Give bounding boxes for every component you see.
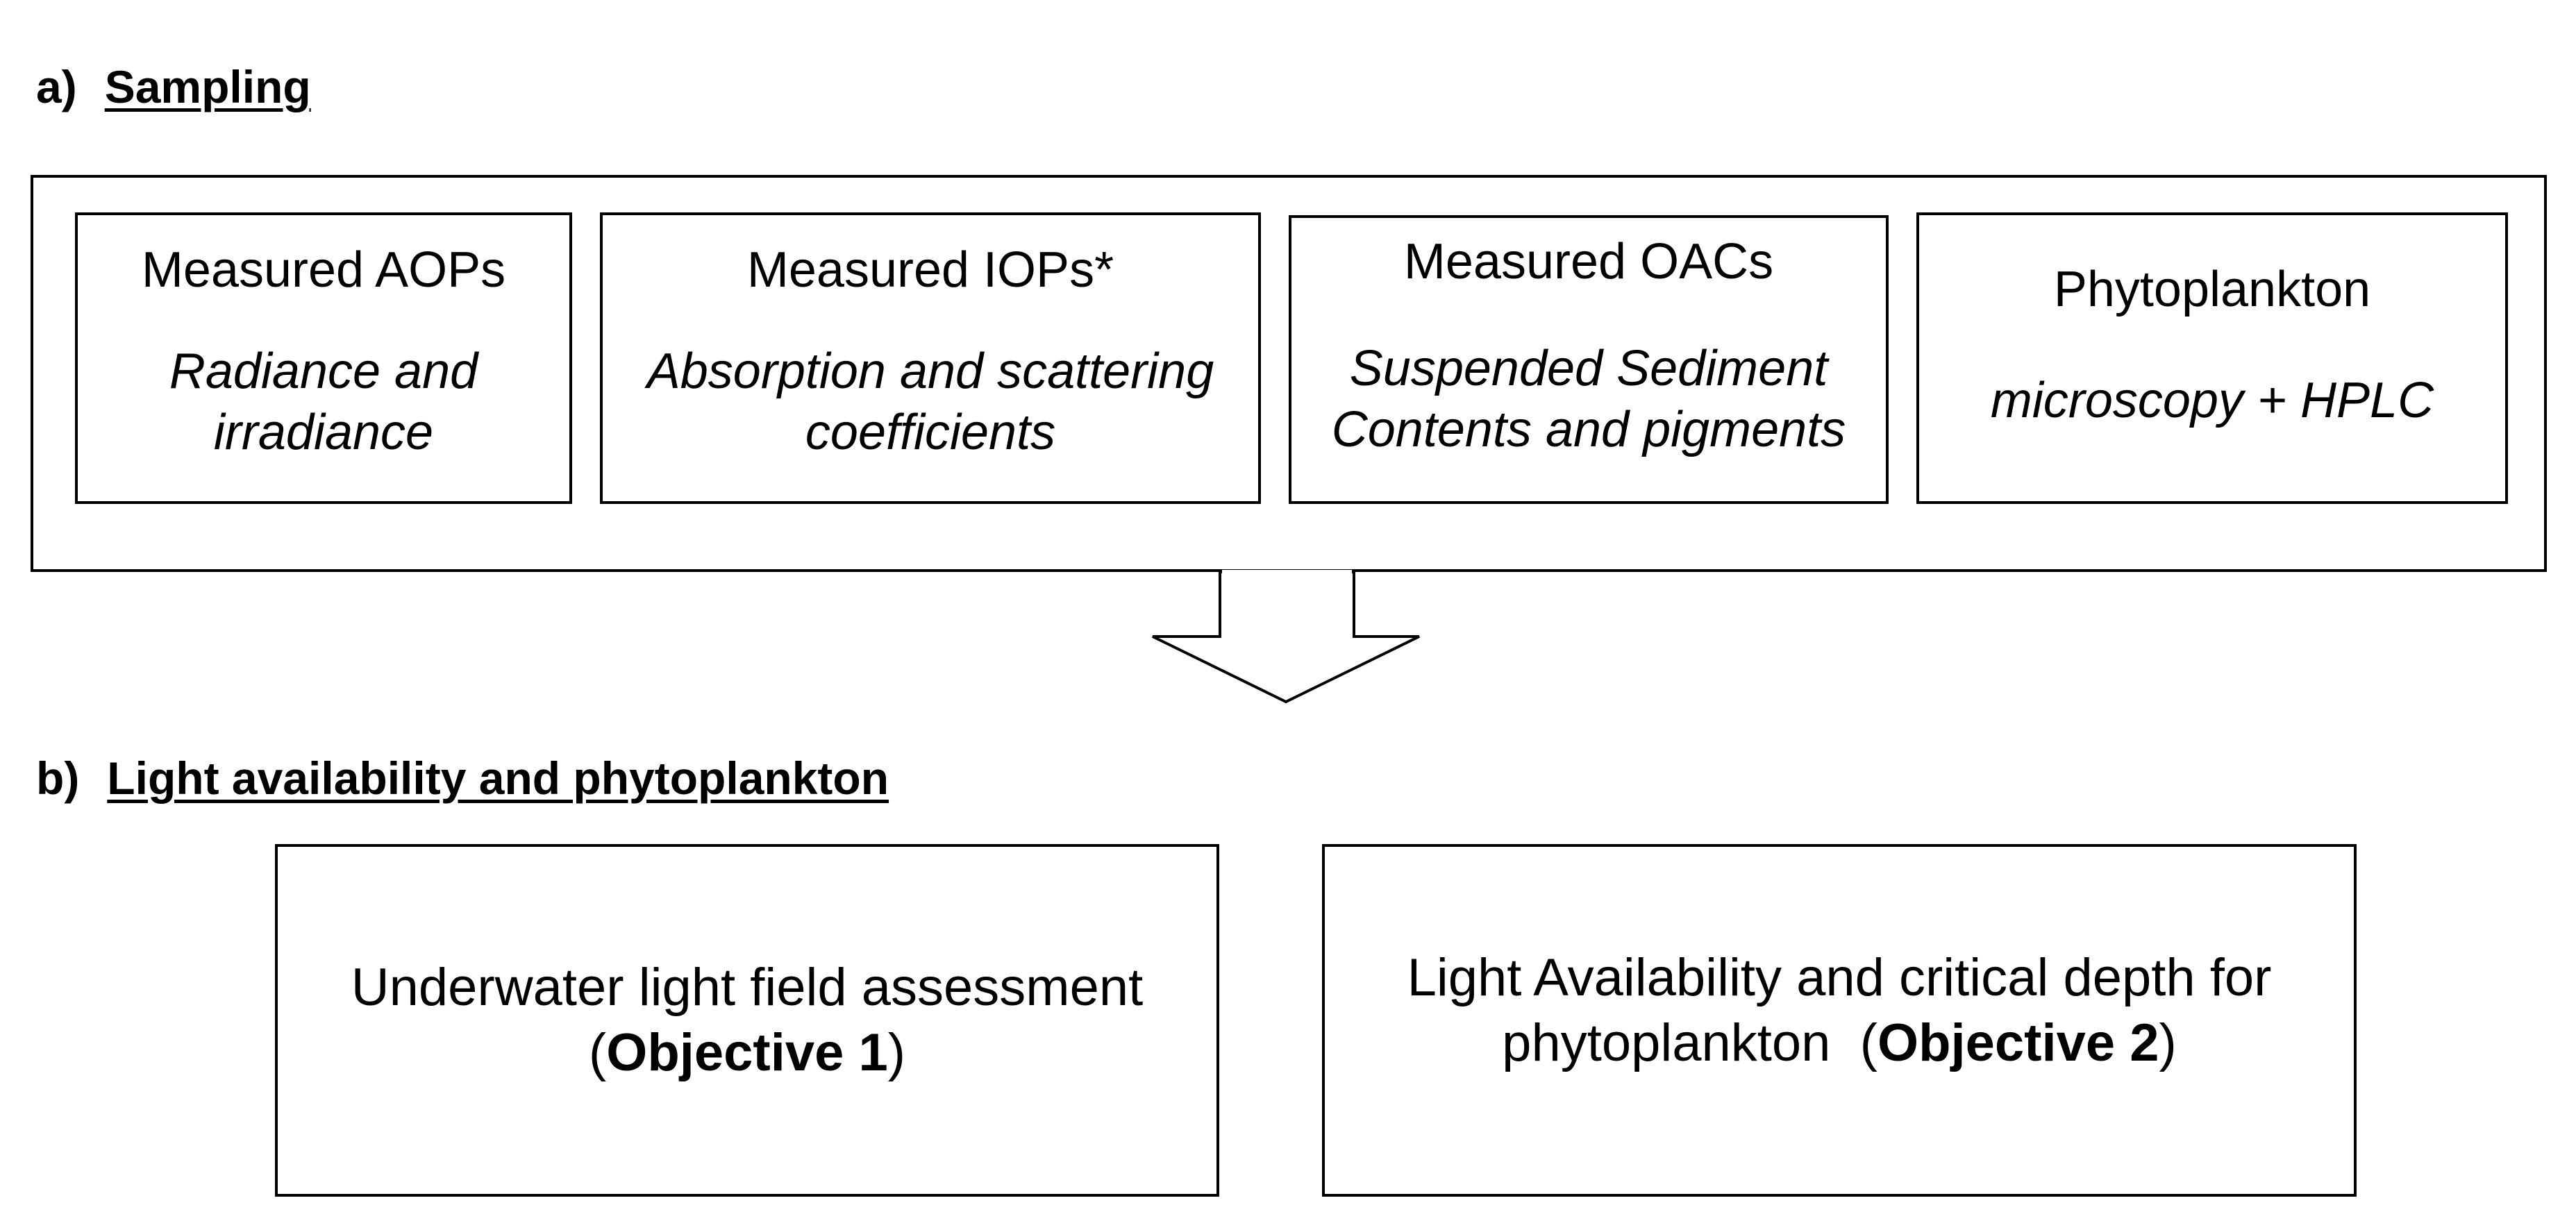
section-a-title: Sampling xyxy=(104,61,311,112)
objective-2-description-line1: Light Availability and critical depth fo… xyxy=(1407,948,2272,1007)
iops-box-subtitle-line2: coefficients xyxy=(805,404,1056,460)
aops-box-title: Measured AOPs xyxy=(141,242,506,298)
objective-1-open-paren: ( xyxy=(588,1023,607,1083)
phytoplankton-box-subtitle: microscopy + HPLC xyxy=(1990,372,2434,428)
section-b-heading: b) Light availability and phytoplankton xyxy=(36,755,889,801)
objective-1-label-line: (Objective 1) xyxy=(278,1020,1216,1086)
objective-1-box: Underwater light field assessment (Objec… xyxy=(275,844,1219,1197)
aops-box: Measured AOPs Radiance and irradiance xyxy=(75,212,572,504)
objective-1-description: Underwater light field assessment xyxy=(351,958,1144,1017)
oacs-box-title: Measured OACs xyxy=(1403,234,1774,289)
iops-box-title: Measured IOPs* xyxy=(746,242,1114,298)
objective-2-box: Light Availability and critical depth fo… xyxy=(1322,844,2357,1197)
section-b-letter: b) xyxy=(36,752,80,804)
oacs-box-subtitle-line1: Suspended Sediment xyxy=(1349,340,1828,396)
objective-1-label: Objective 1 xyxy=(606,1023,888,1083)
section-a-letter: a) xyxy=(36,61,77,112)
iops-box-subtitle-line1: Absorption and scattering xyxy=(646,343,1214,399)
phytoplankton-box: Phytoplankton microscopy + HPLC xyxy=(1916,212,2508,504)
objective-2-label: Objective 2 xyxy=(1877,1013,2159,1073)
aops-box-subtitle-line2: irradiance xyxy=(213,404,434,460)
objective-2-close-paren: ) xyxy=(2159,1013,2177,1073)
aops-box-subtitle-line1: Radiance and xyxy=(169,343,478,399)
objective-2-label-line: phytoplankton (Objective 2) xyxy=(1325,1011,2354,1076)
oacs-box: Measured OACs Suspended Sediment Content… xyxy=(1289,215,1889,504)
oacs-box-subtitle-line2: Contents and pigments xyxy=(1331,401,1846,457)
phytoplankton-box-title: Phytoplankton xyxy=(2053,262,2371,317)
down-arrow-shape xyxy=(1152,571,1420,704)
objective-1-close-paren: ) xyxy=(887,1023,906,1083)
section-a-heading: a) Sampling xyxy=(36,64,311,110)
iops-box: Measured IOPs* Absorption and scattering… xyxy=(600,212,1261,504)
section-b-title: Light availability and phytoplankton xyxy=(107,752,889,804)
objective-2-description-line2: phytoplankton ( xyxy=(1502,1013,1877,1073)
